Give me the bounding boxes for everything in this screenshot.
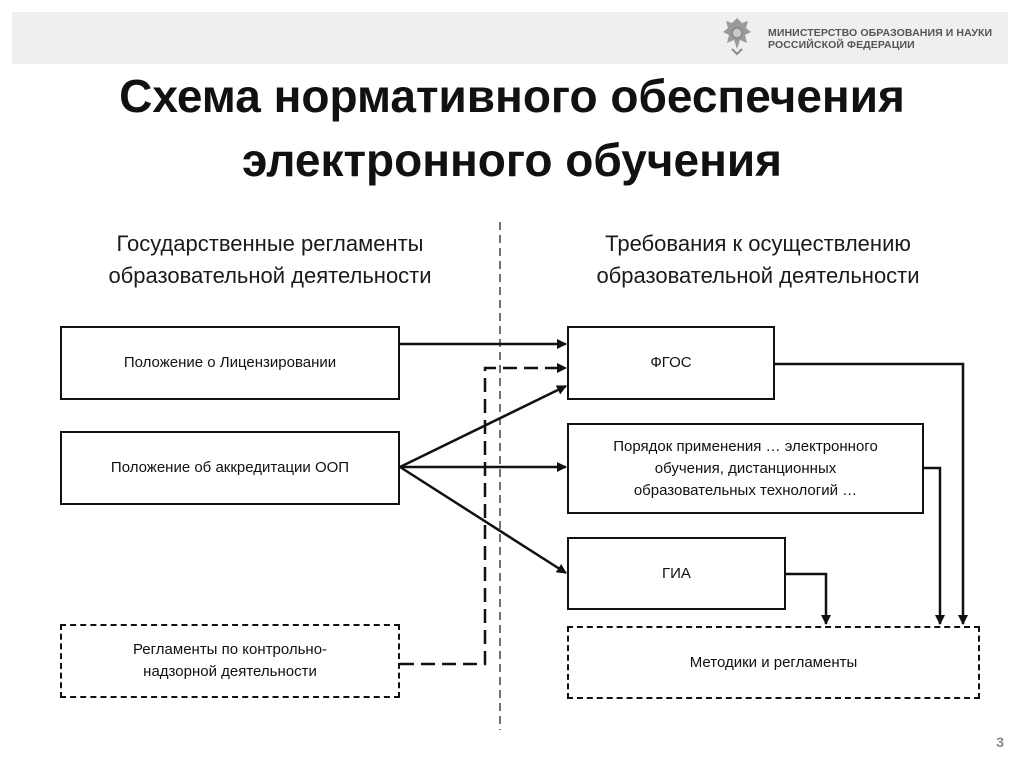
right-heading-line-2: образовательной деятельности [596, 263, 920, 288]
slide-title: Схема нормативного обеспечения электронн… [0, 64, 1024, 192]
box-methods-label: Методики и регламенты [689, 653, 858, 671]
box-supervision-line-1: Регламенты по контрольно- [132, 641, 328, 658]
box-methods: Методики и регламенты [567, 626, 980, 699]
header-bar [12, 12, 1008, 64]
box-fgos: ФГОС [567, 326, 775, 400]
emblem-icon [720, 16, 754, 56]
left-heading-line-1: Государственные регламенты [116, 231, 424, 256]
page-number: 3 [996, 734, 1004, 750]
arrow-procedure-to-methods [924, 466, 945, 625]
ministry-name: МИНИСТЕРСТВО ОБРАЗОВАНИЯ И НАУКИ РОССИЙС… [768, 27, 1008, 51]
slide-title-line-1: Схема нормативного обеспечения [119, 70, 905, 122]
arrow-gia-to-methods [786, 572, 831, 625]
slide-title-line-2: электронного обучения [242, 134, 782, 186]
box-fgos-label: ФГОС [650, 354, 692, 371]
ministry-line-2: РОССИЙСКОЙ ФЕДЕРАЦИИ [768, 39, 915, 51]
box-procedure: Порядок применения … электронного обучен… [567, 423, 924, 514]
box-gia: ГИА [567, 537, 786, 610]
arrow-accreditation-to-gia [399, 465, 567, 575]
box-supervision-line-2: надзорной деятельности [143, 663, 317, 680]
box-procedure-line-2: обучения, дистанционных [654, 459, 837, 477]
arrow-fgos-to-methods [775, 362, 968, 625]
box-licensing: Положение о Лицензировании [60, 326, 400, 400]
right-heading-line-1: Требования к осуществлению [605, 231, 911, 256]
box-accreditation: Положение об аккредитации ООП [60, 431, 400, 505]
arrow-accreditation-to-fgos [399, 384, 567, 469]
right-column-heading: Требования к осуществлению образовательн… [548, 228, 968, 292]
arrow-supervision-to-fgos [400, 363, 567, 666]
left-column-heading: Государственные регламенты образовательн… [60, 228, 480, 292]
left-heading-line-2: образовательной деятельности [108, 263, 432, 288]
box-gia-label: ГИА [662, 564, 691, 582]
box-licensing-label: Положение о Лицензировании [123, 354, 337, 371]
box-procedure-line-1: Порядок применения … электронного [613, 437, 878, 455]
box-procedure-line-3: образовательных технологий … [633, 481, 858, 499]
ministry-line-1: МИНИСТЕРСТВО ОБРАЗОВАНИЯ И НАУКИ [768, 27, 993, 39]
box-supervision: Регламенты по контрольно- надзорной деят… [60, 624, 400, 698]
box-accreditation-label: Положение об аккредитации ООП [110, 459, 350, 476]
